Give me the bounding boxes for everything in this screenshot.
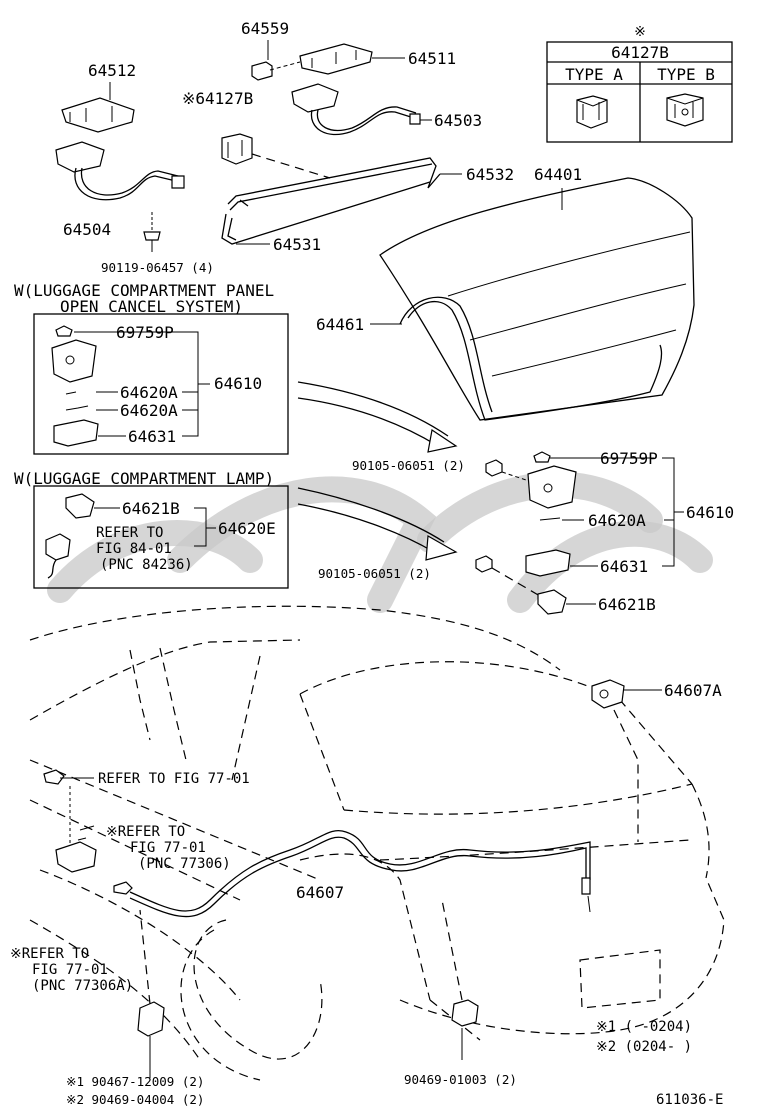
label-64607a: 64607A xyxy=(664,681,722,700)
label-64620a-right: 64620A xyxy=(588,511,646,530)
label-64461: 64461 xyxy=(316,315,364,334)
clip-90467-left xyxy=(137,909,165,1078)
lamp-box xyxy=(33,485,289,589)
label-69759p-left: 69759P xyxy=(116,323,174,342)
bracket-64621b-icon xyxy=(65,493,95,519)
label-64512: 64512 xyxy=(88,61,136,80)
note-fig-84: FIG 84-01 xyxy=(96,541,172,557)
label-64621b-right: 64621B xyxy=(598,595,656,614)
legend-1: ※1 ( -0204) xyxy=(596,1019,692,1035)
door-latch-left xyxy=(43,769,97,873)
label-64631-left: 64631 xyxy=(128,427,176,446)
release-cable-64607 xyxy=(113,830,591,918)
note-refer-77-c3: (PNC 77306A) xyxy=(32,978,133,994)
note-refer-77-b2: FIG 77-01 xyxy=(130,840,206,856)
label-64504: 64504 xyxy=(63,220,111,239)
callout-arrow-lower xyxy=(297,487,458,561)
weatherstrip-64461 xyxy=(370,296,663,421)
type-b-label: TYPE B xyxy=(657,65,715,84)
clip-90469-01003 xyxy=(441,899,479,1060)
label-90469-01003: 90469-01003 (2) xyxy=(404,1072,517,1087)
label-64559: 64559 xyxy=(241,19,289,38)
clip-type-a-icon xyxy=(576,95,608,129)
bolt-64559 xyxy=(251,40,301,81)
label-64401: 64401 xyxy=(534,165,582,184)
note-refer-77-b1: ※REFER TO xyxy=(106,824,185,840)
bracket-64631-icon xyxy=(53,419,99,447)
label-90105-top: 90105-06051 (2) xyxy=(352,458,465,473)
torsion-bar-64531 xyxy=(221,181,431,245)
type-table-mark: ※ xyxy=(634,24,646,40)
type-a-label: TYPE A xyxy=(565,65,623,84)
label-64631-right: 64631 xyxy=(600,557,648,576)
label-90105-bot: 90105-06051 (2) xyxy=(318,566,431,581)
label-64620a-left-2: 64620A xyxy=(120,401,178,420)
note-pnc-84236: (PNC 84236) xyxy=(100,557,193,573)
latch-assembly-right xyxy=(475,451,684,615)
cable-64503 xyxy=(291,83,432,136)
lamp-socket-icon xyxy=(45,533,71,579)
label-64607: 64607 xyxy=(296,883,344,902)
note-cancel-1: W(LUGGAGE COMPARTMENT PANEL xyxy=(14,281,274,300)
label-64620e: 64620E xyxy=(218,519,276,538)
note-cancel-2: OPEN CANCEL SYSTEM) xyxy=(60,297,243,316)
latch-icon xyxy=(51,339,97,383)
label-64503: 64503 xyxy=(434,111,482,130)
note-fastener-1: ※1 90467-12009 (2) xyxy=(66,1074,204,1089)
cable-64504 xyxy=(55,141,185,201)
bolt-90105-bot-icon xyxy=(475,555,493,573)
hinge-bracket-64512 xyxy=(61,82,135,133)
label-64621b-left: 64621B xyxy=(122,499,180,518)
clip-69759p-icon xyxy=(55,325,73,337)
label-64610-right: 64610 xyxy=(686,503,734,522)
vehicle-body-outline xyxy=(29,605,725,1081)
clip-64127b xyxy=(221,133,331,179)
clip-type-b-icon xyxy=(666,93,704,127)
clip-69759p-right-icon xyxy=(533,451,551,463)
type-table: ※ 64127B TYPE A TYPE B xyxy=(546,24,733,143)
release-handle-64607a xyxy=(591,679,662,842)
label-64511: 64511 xyxy=(408,49,456,68)
note-refer-to-84: REFER TO xyxy=(96,525,163,541)
hinge-bracket-64511 xyxy=(299,43,405,75)
cancel-system-box xyxy=(33,313,289,455)
bolt-90119 xyxy=(143,212,161,252)
note-fastener-2: ※2 90469-04004 (2) xyxy=(66,1092,204,1107)
note-refer-77-b3: (PNC 77306) xyxy=(138,856,231,872)
bolt-90105-top-icon xyxy=(485,459,503,477)
label-64127b: ※64127B xyxy=(182,89,253,108)
label-64531: 64531 xyxy=(273,235,321,254)
diagram-id: 611036-E xyxy=(656,1092,723,1108)
label-64620a-left-1: 64620A xyxy=(120,383,178,402)
label-64610-left: 64610 xyxy=(214,374,262,393)
label-90119: 90119-06457 (4) xyxy=(101,260,214,275)
note-refer-77-a: REFER TO FIG 77-01 xyxy=(98,771,250,787)
note-lamp: W(LUGGAGE COMPARTMENT LAMP) xyxy=(14,469,274,488)
bracket-64621b-right-icon xyxy=(537,589,567,615)
bracket-64631-right-icon xyxy=(525,549,571,577)
type-table-part-no: 64127B xyxy=(611,43,669,62)
label-64532: 64532 xyxy=(466,165,514,184)
trunk-lid-64401 xyxy=(379,177,695,421)
part-labels: 64559 64511 64512 ※64127B 64503 64532 64… xyxy=(10,19,734,1108)
note-refer-77-c2: FIG 77-01 xyxy=(32,962,108,978)
note-refer-77-c1: ※REFER TO xyxy=(10,946,89,962)
label-69759p-right: 69759P xyxy=(600,449,658,468)
legend-2: ※2 (0204- ) xyxy=(596,1039,692,1055)
callout-arrow-upper xyxy=(297,381,458,453)
torsion-bar-64532 xyxy=(227,157,462,211)
